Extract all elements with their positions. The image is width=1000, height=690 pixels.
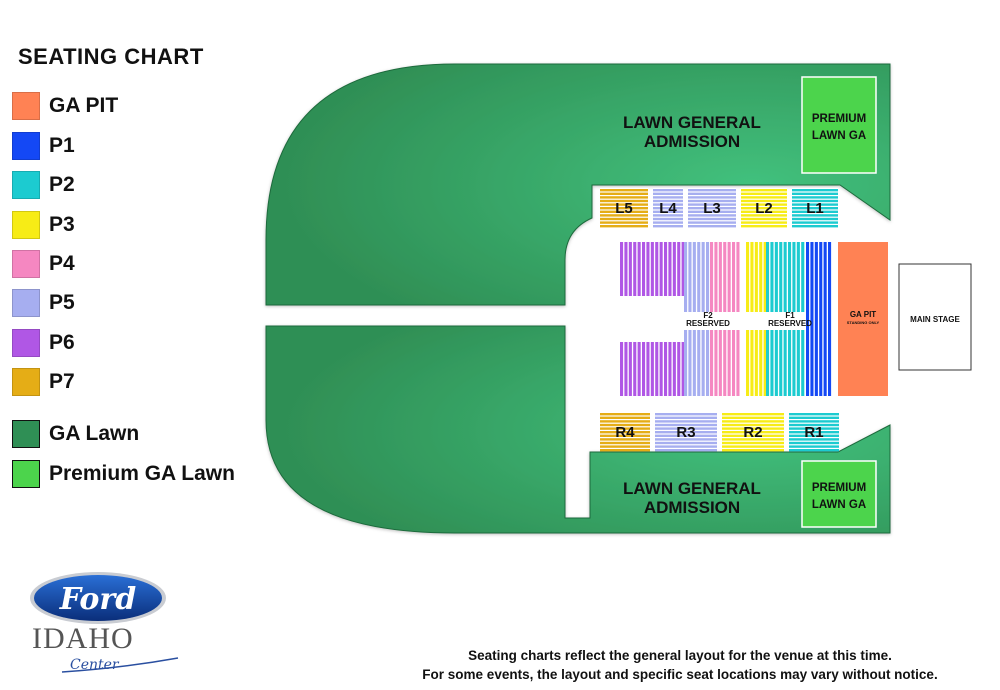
disclaimer-line-1: Seating charts reflect the general layou…: [468, 648, 892, 663]
legend-premium-ga-lawn-label: Premium GA Lawn: [49, 462, 235, 485]
floor-p6-upper[interactable]: [620, 242, 685, 296]
section-l4[interactable]: L4: [653, 188, 683, 228]
logo-venue-2: Center: [70, 657, 120, 673]
legend-p5-swatch: [12, 289, 40, 317]
floor-p2-lower[interactable]: [766, 330, 805, 396]
lawn-top-label-1: LAWN GENERAL: [623, 113, 761, 132]
section-l3-label: L3: [703, 200, 721, 217]
f1-reserved-label: RESERVED: [768, 319, 812, 328]
ga-pit-area[interactable]: [838, 242, 888, 396]
section-r2-label: R2: [743, 424, 762, 441]
legend-p3-swatch: [12, 211, 40, 239]
ga-pit-label: GA PIT: [850, 310, 876, 319]
premium-bottom-label-2: LAWN GA: [812, 499, 866, 511]
lawn-general-admission-bottom[interactable]: [265, 325, 891, 534]
legend-p7-label: P7: [49, 370, 75, 393]
disclaimer: Seating charts reflect the general layou…: [380, 646, 980, 684]
section-l2[interactable]: L2: [741, 188, 787, 228]
legend-p6: P6: [12, 329, 75, 357]
f1-label: F1: [785, 311, 795, 320]
legend-title: SEATING CHART: [18, 44, 204, 69]
floor-p3-upper[interactable]: [746, 242, 767, 312]
legend-p7: P7: [12, 368, 75, 396]
floor-p5-lower[interactable]: [684, 330, 710, 396]
lawn-bottom-label-2: ADMISSION: [644, 498, 740, 517]
legend-ga-pit: GA PIT: [12, 92, 118, 120]
f2-reserved-label: RESERVED: [686, 319, 730, 328]
legend-ga-lawn-swatch: [12, 420, 40, 448]
legend-p7-swatch: [12, 368, 40, 396]
main-stage: [898, 263, 972, 371]
legend-p4-label: P4: [49, 252, 75, 275]
legend-p1: P1: [12, 132, 75, 160]
section-l3[interactable]: L3: [688, 188, 736, 228]
ga-pit-sublabel: STANDING ONLY: [847, 320, 880, 325]
legend-p6-swatch: [12, 329, 40, 357]
lawn-top-label-2: ADMISSION: [644, 132, 740, 151]
legend-p2-label: P2: [49, 173, 75, 196]
legend-p6-label: P6: [49, 331, 75, 354]
section-l4-label: L4: [659, 200, 677, 217]
legend-p4: P4: [12, 250, 75, 278]
section-r3-label: R3: [676, 424, 695, 441]
logo-brand: Ford: [59, 582, 136, 617]
legend-ga-pit-label: GA PIT: [49, 94, 119, 117]
premium-lawn-ga-top[interactable]: [801, 76, 877, 174]
section-l2-label: L2: [755, 200, 773, 217]
logo-venue-1: IDAHO: [32, 622, 134, 655]
legend-p5-label: P5: [49, 291, 75, 314]
floor-p4-upper[interactable]: [710, 242, 740, 312]
section-l1[interactable]: L1: [792, 188, 838, 228]
legend-p3-label: P3: [49, 213, 75, 236]
disclaimer-line-2: For some events, the layout and specific…: [422, 667, 938, 682]
legend-p2: P2: [12, 171, 75, 199]
floor-p6-lower[interactable]: [620, 342, 685, 396]
lawn-bottom-label-1: LAWN GENERAL: [623, 479, 761, 498]
main-stage-label: MAIN STAGE: [910, 315, 960, 324]
premium-top-label-1: PREMIUM: [812, 113, 866, 125]
legend-p1-swatch: [12, 132, 40, 160]
section-r4[interactable]: R4: [600, 412, 650, 452]
legend-ga-pit-swatch: [12, 92, 40, 120]
premium-top-label-2: LAWN GA: [812, 130, 866, 142]
legend-premium-ga-lawn: Premium GA Lawn: [12, 460, 235, 488]
section-r2[interactable]: R2: [722, 412, 784, 452]
legend-p4-swatch: [12, 250, 40, 278]
legend-ga-lawn: GA Lawn: [12, 420, 139, 448]
ford-idaho-center-logo: Ford IDAHO Center: [30, 572, 179, 673]
section-r4-label: R4: [615, 424, 635, 441]
floor-p3-lower[interactable]: [746, 330, 767, 396]
floor-p2-upper[interactable]: [766, 242, 805, 312]
section-l1-label: L1: [806, 200, 824, 217]
section-l5[interactable]: L5: [600, 188, 648, 228]
legend-p2-swatch: [12, 171, 40, 199]
floor-p4-lower[interactable]: [710, 330, 740, 396]
legend-p3: P3: [12, 211, 75, 239]
section-l5-label: L5: [615, 200, 633, 217]
legend-p1-label: P1: [49, 134, 75, 157]
lawn-general-admission-top[interactable]: [265, 63, 891, 306]
section-r1[interactable]: R1: [789, 412, 839, 452]
f2-label: F2: [703, 311, 713, 320]
section-r3[interactable]: R3: [655, 412, 717, 452]
premium-lawn-ga-bottom[interactable]: [801, 460, 877, 528]
legend-p5: P5: [12, 289, 75, 317]
legend-premium-ga-lawn-swatch: [12, 460, 40, 488]
premium-bottom-label-1: PREMIUM: [812, 482, 866, 494]
section-r1-label: R1: [804, 424, 823, 441]
legend-ga-lawn-label: GA Lawn: [49, 422, 140, 445]
floor-p1[interactable]: [806, 242, 832, 396]
floor-p5-upper[interactable]: [684, 242, 710, 312]
